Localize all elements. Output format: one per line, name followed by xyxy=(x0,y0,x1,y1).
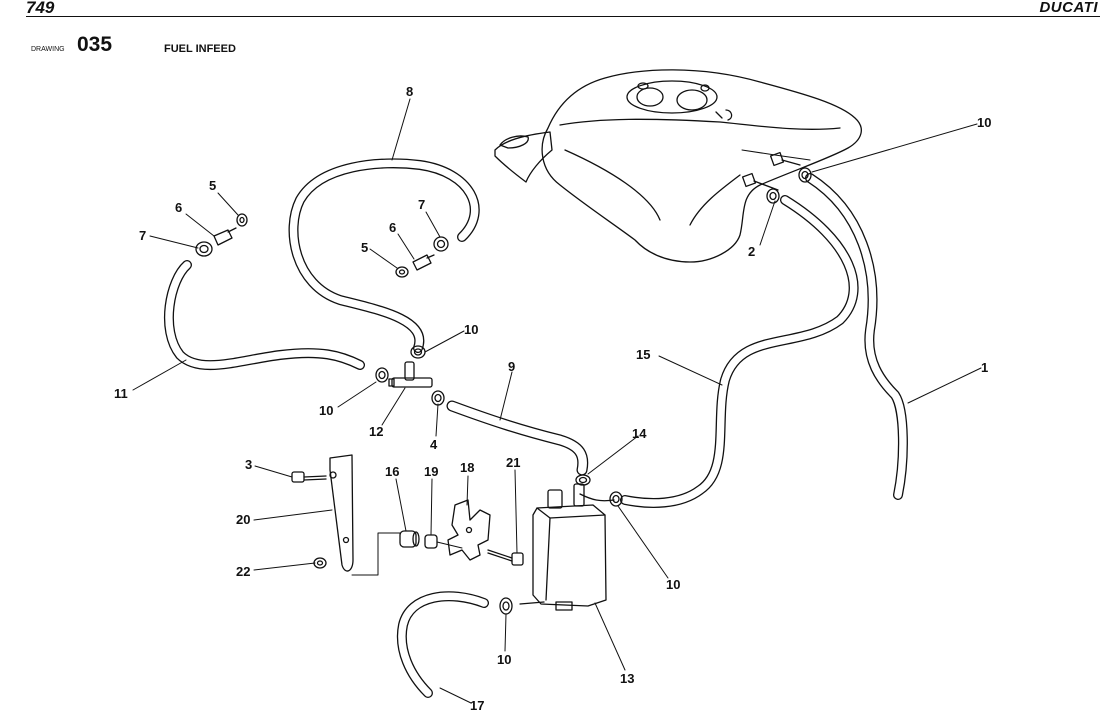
callout-13: 13 xyxy=(620,671,634,686)
callout-18: 18 xyxy=(460,460,474,475)
callout-6: 6 xyxy=(175,200,182,215)
callout-14: 14 xyxy=(632,426,647,441)
hose-clamps xyxy=(375,167,812,615)
callout-2: 2 xyxy=(748,244,755,259)
hose-8 xyxy=(288,158,480,353)
bolt-21 xyxy=(487,549,524,566)
bracket-20 xyxy=(329,454,401,576)
t-fitting-12 xyxy=(388,361,433,388)
callout-5: 5 xyxy=(361,240,368,255)
callout-6: 6 xyxy=(389,220,396,235)
callout-10: 10 xyxy=(464,322,478,337)
callout-17: 17 xyxy=(470,698,484,713)
callout-10: 10 xyxy=(666,577,680,592)
hose-11 xyxy=(163,260,365,371)
callout-20: 20 xyxy=(236,512,250,527)
callout-10: 10 xyxy=(977,115,991,130)
spacer-19 xyxy=(424,534,463,549)
hose-1 xyxy=(805,173,908,500)
callout-5: 5 xyxy=(209,178,216,193)
brand-logo: DUCATI xyxy=(1039,0,1098,16)
callout-11: 11 xyxy=(114,386,128,401)
bracket-18 xyxy=(447,499,491,561)
callout-8: 8 xyxy=(406,84,413,99)
callout-12: 12 xyxy=(369,424,383,439)
drawing-label: DRAWING xyxy=(31,46,65,53)
callout-16: 16 xyxy=(385,464,399,479)
callout-7: 7 xyxy=(139,228,146,243)
callout-numbers: 8 10 5 6 7 5 6 7 2 10 15 1 11 10 12 4 9 … xyxy=(114,84,991,713)
callout-9: 9 xyxy=(508,359,515,374)
nut-22 xyxy=(313,557,327,569)
fuel-tank xyxy=(494,69,862,263)
callout-15: 15 xyxy=(636,347,650,362)
hose-17 xyxy=(396,591,489,698)
bolt-3 xyxy=(291,471,327,483)
callout-22: 22 xyxy=(236,564,250,579)
grommet-16 xyxy=(399,530,420,548)
callout-4: 4 xyxy=(430,437,438,452)
drawing-title: FUEL INFEED xyxy=(164,43,236,55)
header-divider xyxy=(26,16,1100,17)
hose-9 xyxy=(446,400,589,476)
callout-10: 10 xyxy=(319,403,333,418)
plug-assembly-middle xyxy=(395,236,449,278)
leader-lines xyxy=(132,98,982,704)
callout-21: 21 xyxy=(506,455,520,470)
callout-7: 7 xyxy=(418,197,425,212)
tank-outlet-nipples xyxy=(741,151,801,191)
plug-assembly-left xyxy=(195,213,248,257)
hose-15 xyxy=(620,195,859,508)
model-number: 749 xyxy=(26,0,55,17)
callout-3: 3 xyxy=(245,457,252,472)
callout-19: 19 xyxy=(424,464,438,479)
callout-10: 10 xyxy=(497,652,511,667)
drawing-number: 035 xyxy=(77,33,113,56)
charcoal-canister-13 xyxy=(519,483,615,611)
callout-1: 1 xyxy=(981,360,988,375)
